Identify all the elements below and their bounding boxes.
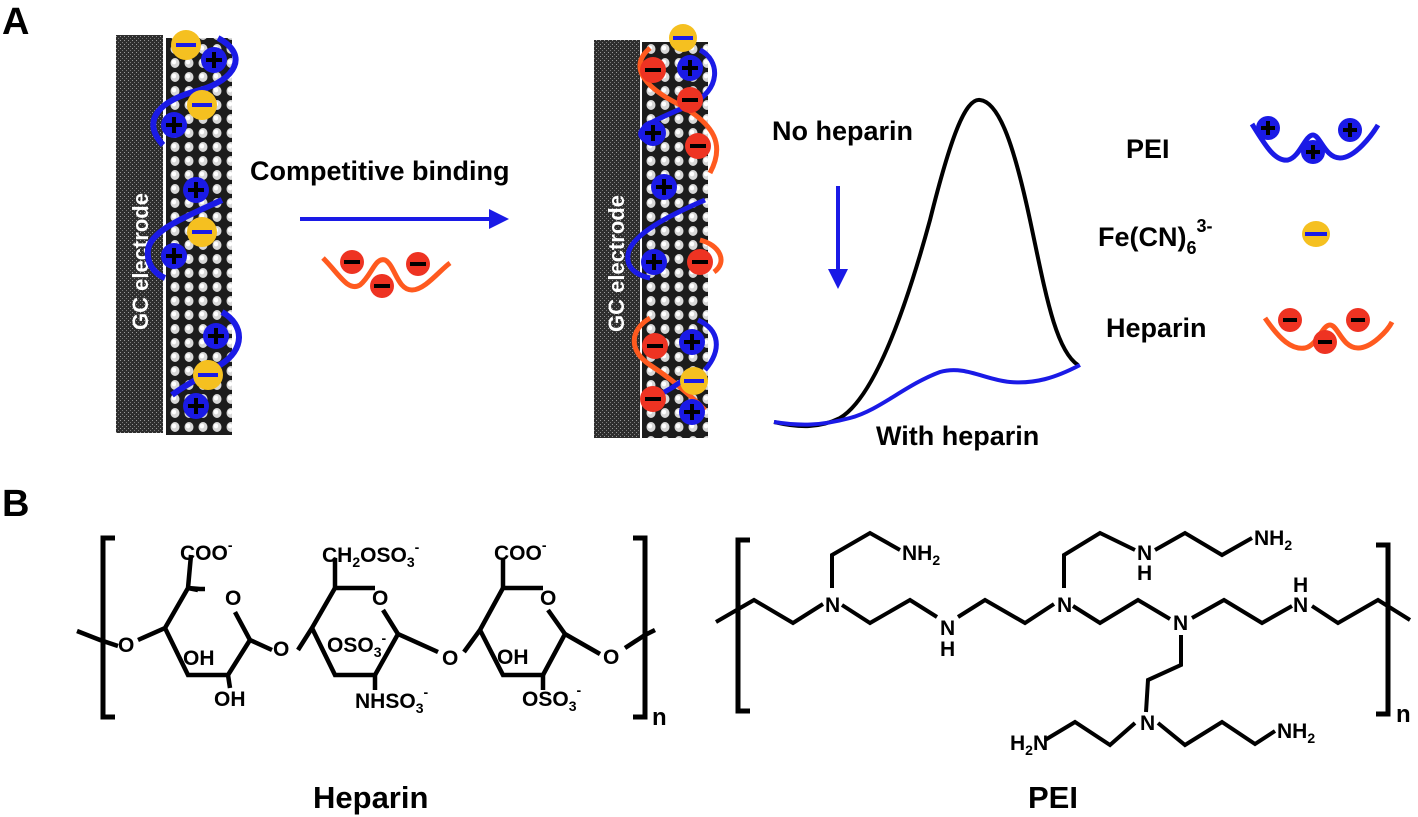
legend-label-pei: PEI — [1126, 134, 1170, 164]
svg-text:OH: OH — [214, 688, 246, 711]
svg-text:COO-: COO- — [180, 537, 233, 565]
ferricyanide-ion — [187, 217, 217, 247]
pei-cation — [203, 323, 229, 349]
pei-right-bracket — [1376, 542, 1391, 717]
svg-text:NH2: NH2 — [1254, 527, 1292, 553]
gc-electrode-label-right: GC electrode — [604, 195, 629, 332]
svg-text:NH2: NH2 — [902, 542, 940, 568]
heparin-repeat-n: n — [652, 704, 667, 731]
panel-a-label: A — [2, 1, 29, 43]
legend-label-heparin: Heparin — [1106, 313, 1207, 343]
gc-electrode-right — [594, 40, 640, 438]
pei-cation — [640, 120, 666, 146]
heparin-anion — [640, 57, 666, 83]
pei-cation — [677, 55, 703, 81]
heparin-chain-negative-icon — [1262, 308, 1395, 354]
svg-text:NH2: NH2 — [1277, 720, 1315, 746]
pei-chain — [170, 309, 242, 398]
svg-text:H: H — [940, 638, 955, 661]
panel-b-label: B — [2, 483, 29, 525]
pei-cation — [679, 329, 705, 355]
pei-cation — [679, 399, 705, 425]
svg-text:N: N — [1173, 612, 1188, 635]
svg-text:N: N — [1137, 542, 1152, 565]
svg-text:H2N: H2N — [1010, 732, 1048, 758]
pei-cation — [161, 243, 187, 269]
no-heparin-curve — [773, 98, 1080, 429]
svg-text:H: H — [1293, 574, 1308, 597]
with-heparin-label: With heparin — [876, 421, 1039, 451]
with-heparin-curve — [773, 363, 1081, 427]
pei-left-bracket — [735, 537, 750, 714]
svg-text:N: N — [1293, 594, 1308, 617]
ferricyanide-ion — [193, 360, 223, 390]
pei-structure: n N NH2 N H N N H NH2 N H N N H2N NH2 — [714, 527, 1412, 758]
svg-text:O: O — [372, 587, 388, 610]
pei-chain — [144, 197, 224, 281]
competitive-binding-label: Competitive binding — [250, 156, 510, 186]
ferricyanide-ion — [669, 24, 697, 52]
ferricyanide-ion — [680, 367, 708, 395]
pei-cation — [183, 393, 209, 419]
svg-text:NHSO3-: NHSO3- — [355, 684, 428, 716]
svg-text:H: H — [1137, 562, 1152, 585]
pei-chain-positive-icon — [1249, 116, 1381, 164]
heparin-structure: n COO- O O OH OH O CH2OSO3- O OSO3- NHSO… — [76, 535, 667, 731]
pei-repeat-n: n — [1396, 701, 1411, 728]
electrode-assembly-after: GC electrode — [594, 24, 724, 438]
svg-text:N: N — [940, 617, 955, 640]
electrode-assembly-before: GC electrode — [116, 30, 242, 435]
svg-text:N: N — [1057, 594, 1072, 617]
ferricyanide-negative-icon — [1302, 221, 1330, 247]
heparin-anion — [640, 386, 666, 412]
svg-text:O: O — [225, 587, 241, 610]
svg-text:O: O — [442, 647, 458, 670]
heparin-anion — [687, 249, 713, 275]
svg-text:COO-: COO- — [494, 537, 547, 565]
ferricyanide-ion — [171, 30, 201, 60]
heparin-chain-icon — [321, 250, 452, 298]
svg-text:O: O — [540, 587, 556, 610]
svg-text:O: O — [118, 634, 134, 657]
heparin-anion — [642, 333, 668, 359]
heparin-anion — [677, 87, 703, 113]
svg-text:OH: OH — [183, 647, 215, 670]
pei-chain — [150, 35, 239, 148]
pei-cation — [161, 112, 187, 138]
heparin-anion — [685, 133, 711, 159]
svg-text:N: N — [825, 594, 840, 617]
pei-cation — [183, 177, 209, 203]
svg-text:N: N — [1140, 712, 1155, 735]
pei-cation — [651, 174, 677, 200]
svg-text:OSO3-: OSO3- — [327, 630, 386, 660]
pei-cation — [201, 47, 227, 73]
svg-text:OH: OH — [497, 646, 529, 669]
legend: PEI Fe(CN)63- Heparin — [1098, 116, 1395, 354]
svg-text:O: O — [273, 638, 289, 661]
svg-text:O: O — [603, 646, 619, 669]
legend-label-ferricyanide: Fe(CN)63- — [1098, 216, 1213, 258]
heparin-right-bracket — [633, 535, 648, 720]
ferricyanide-ion — [187, 90, 217, 120]
svg-text:CH2OSO3-: CH2OSO3- — [322, 539, 420, 570]
pei-structure-caption: PEI — [1028, 780, 1078, 815]
heparin-structure-caption: Heparin — [313, 780, 428, 815]
no-heparin-label: No heparin — [772, 116, 913, 146]
heparin-left-bracket — [100, 535, 115, 720]
pei-cation — [641, 249, 667, 275]
svg-text:OSO3-: OSO3- — [522, 682, 581, 714]
